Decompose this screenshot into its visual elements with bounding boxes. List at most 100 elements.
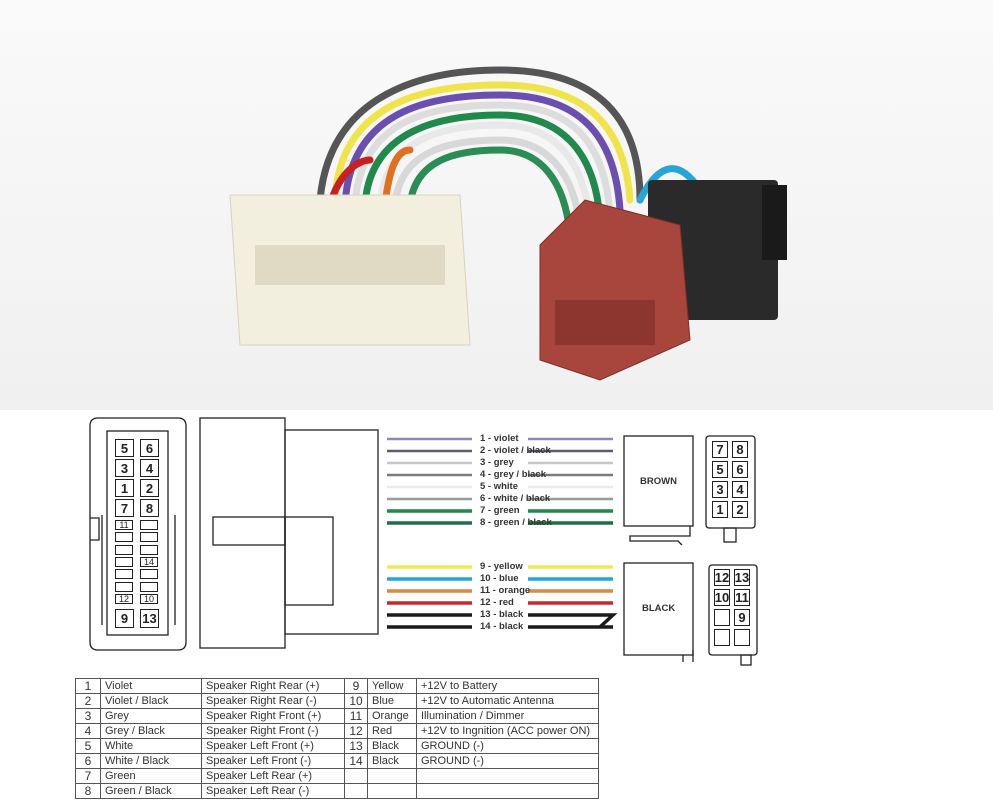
table-cell: 5 [75,738,101,754]
black-connector-label: BLACK [642,603,676,614]
table-cell: Yellow [367,678,417,694]
table-cell: Speaker Left Front (-) [201,753,345,769]
pin: 10 [140,593,158,604]
pin: 1 [115,479,134,497]
table-cell: 7 [75,768,101,784]
table-cell [416,783,599,799]
pin: 4 [732,481,748,498]
pin [140,581,158,592]
wire-label: 14 - black [480,621,524,632]
pin [115,581,133,592]
black-pin-housing [708,564,758,656]
pin [140,520,158,530]
wire-label: 1 - violet [480,433,519,444]
pin [714,629,730,646]
table-cell [344,768,368,784]
black-connector-body [623,562,694,656]
table-cell: Blue [367,693,417,709]
pin: 7 [712,441,728,458]
pin: 6 [140,439,159,457]
table-cell: 6 [75,753,101,769]
table-cell [367,783,417,799]
table-cell: Red [367,723,417,739]
wire-line [528,613,618,629]
wire-label: 8 - green / black [480,517,552,528]
wire-label: 4 - grey / black [480,469,547,480]
pin: 5 [115,439,134,457]
table-cell: GROUND (-) [416,738,599,754]
table-cell: 9 [344,678,368,694]
pin [115,532,133,543]
table-cell: Speaker Left Rear (+) [201,768,345,784]
head-unit-plug-outline [89,417,187,651]
wire-label: 3 - grey [480,457,514,468]
table-cell: 1 [75,678,101,694]
table-cell: Grey [100,708,202,724]
table-cell [416,768,599,784]
table-cell: +12V to Automatic Antenna [416,693,599,709]
pin: 2 [732,501,748,518]
pin: 13 [734,569,750,586]
pin: 6 [732,461,748,478]
pin [734,629,750,646]
pin [140,532,158,543]
pin: 8 [732,441,748,458]
table-cell: 13 [344,738,368,754]
pin: 14 [140,556,158,567]
table-cell: Orange [367,708,417,724]
table-cell: 3 [75,708,101,724]
table-cell: Speaker Left Front (+) [201,738,345,754]
wire-label: 2 - violet / black [480,445,551,456]
table-cell: 8 [75,783,101,799]
pin [714,609,730,626]
table-cell: Violet / Black [100,693,202,709]
table-cell: 12 [344,723,368,739]
pin [140,569,158,580]
table-cell: 10 [344,693,368,709]
table-cell: Green [100,768,202,784]
pin: 12 [115,593,133,604]
pin [115,569,133,580]
product-photo [0,0,993,410]
pin: 13 [140,609,159,628]
table-cell: Speaker Right Rear (-) [201,693,345,709]
table-cell: 14 [344,753,368,769]
wire-label: 7 - green [480,505,520,516]
wire-label: 9 - yellow [480,561,523,572]
pin: 5 [712,461,728,478]
table-cell: Speaker Right Front (+) [201,708,345,724]
pin [140,544,158,555]
table-cell: 2 [75,693,101,709]
table-cell [367,768,417,784]
pin: 9 [115,609,134,628]
table-cell: Black [367,753,417,769]
table-cell: GROUND (-) [416,753,599,769]
pin [115,556,133,567]
table-cell: +12V to Battery [416,678,599,694]
table-cell: Speaker Left Rear (-) [201,783,345,799]
pin: 11 [115,520,133,530]
wire-label: 11 - orange [480,585,531,596]
brown-connector-body [623,435,694,527]
table-cell: Speaker Right Rear (+) [201,678,345,694]
pin: 9 [734,609,750,626]
table-cell: White [100,738,202,754]
pin: 3 [712,481,728,498]
table-cell: Black [367,738,417,754]
table-cell: 11 [344,708,368,724]
pin: 1 [712,501,728,518]
table-cell [344,783,368,799]
pin: 8 [140,499,159,517]
table-cell: Violet [100,678,202,694]
plug-side-view-back [284,429,379,635]
table-cell: Speaker Right Front (-) [201,723,345,739]
table-cell: Grey / Black [100,723,202,739]
wiring-diagram [89,417,758,666]
